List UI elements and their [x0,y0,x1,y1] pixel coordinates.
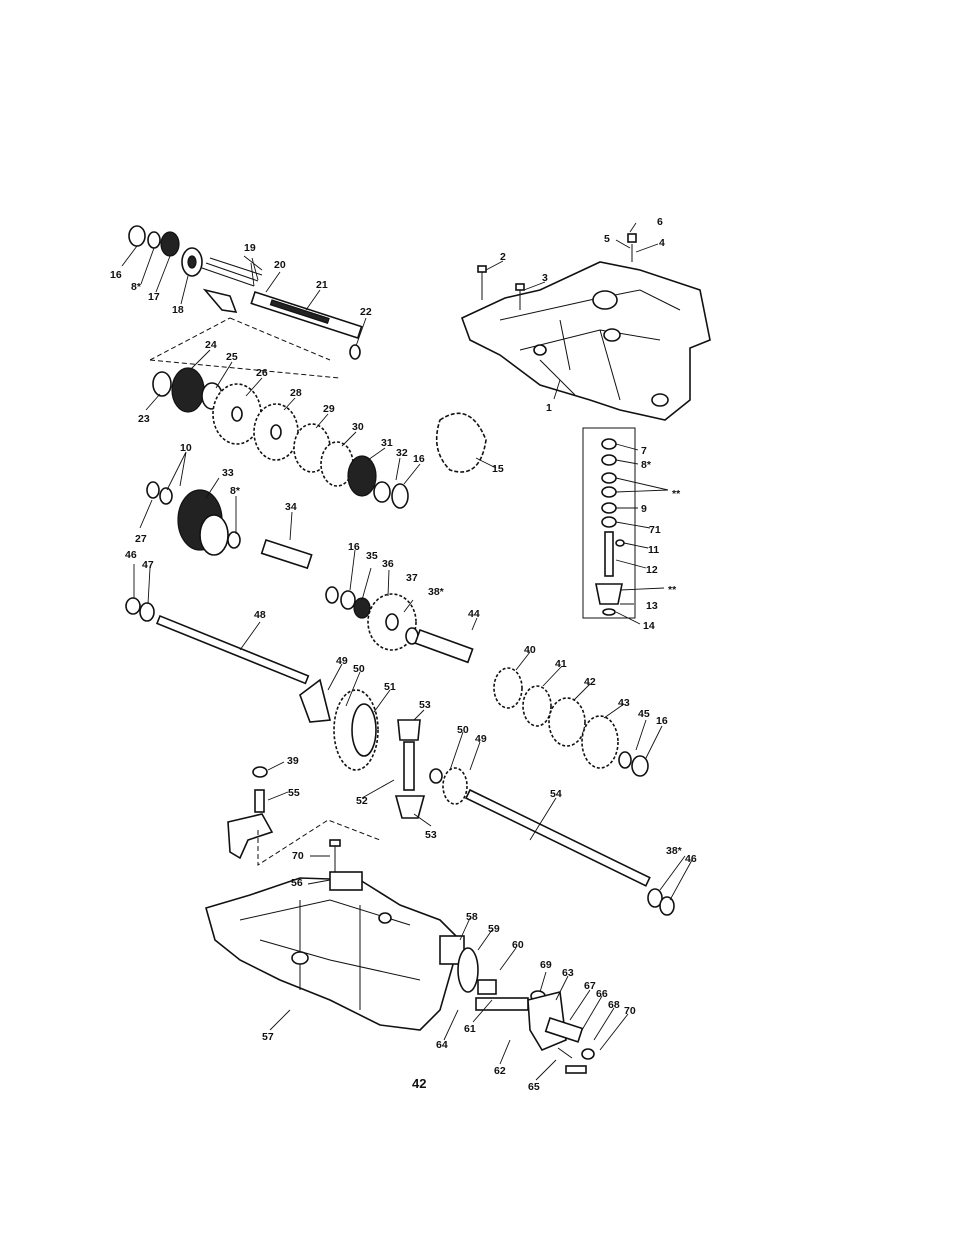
callout-63: 63 [562,967,574,979]
callout-6: 6 [657,216,663,228]
callout-16: 16 [110,269,122,281]
callout-17: 17 [148,291,160,303]
callout-4: 4 [659,237,665,249]
callout-1: 1 [546,402,552,414]
callout-38: 38* [428,586,445,598]
callout-double-star-1: ** [672,488,681,500]
callout-8-box: 8* [641,459,652,471]
callout-3: 3 [542,272,548,284]
callout-61: 61 [464,1023,476,1035]
callout-9: 9 [641,503,647,515]
callout-64: 64 [436,1039,448,1051]
callout-13: 13 [646,600,658,612]
shift-lever-assembly [228,767,380,865]
callout-39: 39 [287,755,299,767]
callout-12: 12 [646,564,658,576]
countershaft-gears [153,368,486,508]
callout-32: 32 [396,447,408,459]
callout-56: 56 [291,877,303,889]
brake-assembly [440,936,594,1073]
callout-11: 11 [648,544,659,556]
callout-23: 23 [138,413,150,425]
callout-36: 36 [382,558,394,570]
lower-housing [206,840,460,1030]
page-number: 42 [412,1076,426,1091]
callout-2: 2 [500,251,506,263]
callout-16-d: 16 [656,715,668,727]
callout-52: 52 [356,795,368,807]
callout-10: 10 [180,442,192,454]
callout-58: 58 [466,911,478,923]
callout-7: 7 [641,445,647,457]
callout-29: 29 [323,403,335,415]
callout-37: 37 [406,572,418,584]
callout-66: 66 [596,988,608,1000]
callout-51: 51 [384,681,396,693]
callout-65: 65 [528,1081,540,1093]
callout-53: 53 [419,699,431,711]
callout-15: 15 [492,463,504,475]
callout-21: 21 [316,279,328,291]
callout-50: 50 [353,663,365,675]
callout-19: 19 [244,242,256,254]
callout-49: 49 [336,655,348,667]
callout-46: 46 [125,549,137,561]
differential-assembly [334,690,674,915]
callout-5: 5 [604,233,610,245]
callout-43: 43 [618,697,630,709]
callout-42: 42 [584,676,596,688]
callout-40: 40 [524,644,536,656]
callout-68: 68 [608,999,620,1011]
callout-8: 8* [131,281,142,293]
callout-41: 41 [555,658,567,670]
callout-8-c: 8* [230,485,241,497]
callout-60: 60 [512,939,524,951]
callout-14: 14 [643,620,655,632]
callout-30: 30 [352,421,364,433]
callout-70-b: 70 [624,1005,636,1017]
callout-34: 34 [285,501,297,513]
callout-28: 28 [290,387,302,399]
callout-47: 47 [142,559,154,571]
callout-46-b: 46 [685,853,697,865]
callout-16-b: 16 [413,453,425,465]
callout-double-star-2: ** [668,584,677,596]
callout-44: 44 [468,608,480,620]
callout-33: 33 [222,467,234,479]
callout-27: 27 [135,533,147,545]
callout-20: 20 [274,259,286,271]
callout-38-b: 38* [666,845,683,857]
callout-54: 54 [550,788,562,800]
callout-22: 22 [360,306,372,318]
callout-55: 55 [288,787,300,799]
callout-62: 62 [494,1065,506,1077]
callout-59: 59 [488,923,500,935]
callout-53-b: 53 [425,829,437,841]
callout-50-b: 50 [457,724,469,736]
callout-67: 67 [584,980,596,992]
callout-31: 31 [381,437,393,449]
callout-45: 45 [638,708,650,720]
callout-70: 70 [292,850,304,862]
callout-16-c: 16 [348,541,360,553]
callout-24: 24 [205,339,217,351]
callout-35: 35 [366,550,378,562]
callout-25: 25 [226,351,238,363]
callout-57: 57 [262,1031,274,1043]
callout-49-b: 49 [475,733,487,745]
callout-48: 48 [254,609,266,621]
callout-26: 26 [256,367,268,379]
callout-69: 69 [540,959,552,971]
callout-18: 18 [172,304,184,316]
callout-71: 71 [649,524,661,536]
